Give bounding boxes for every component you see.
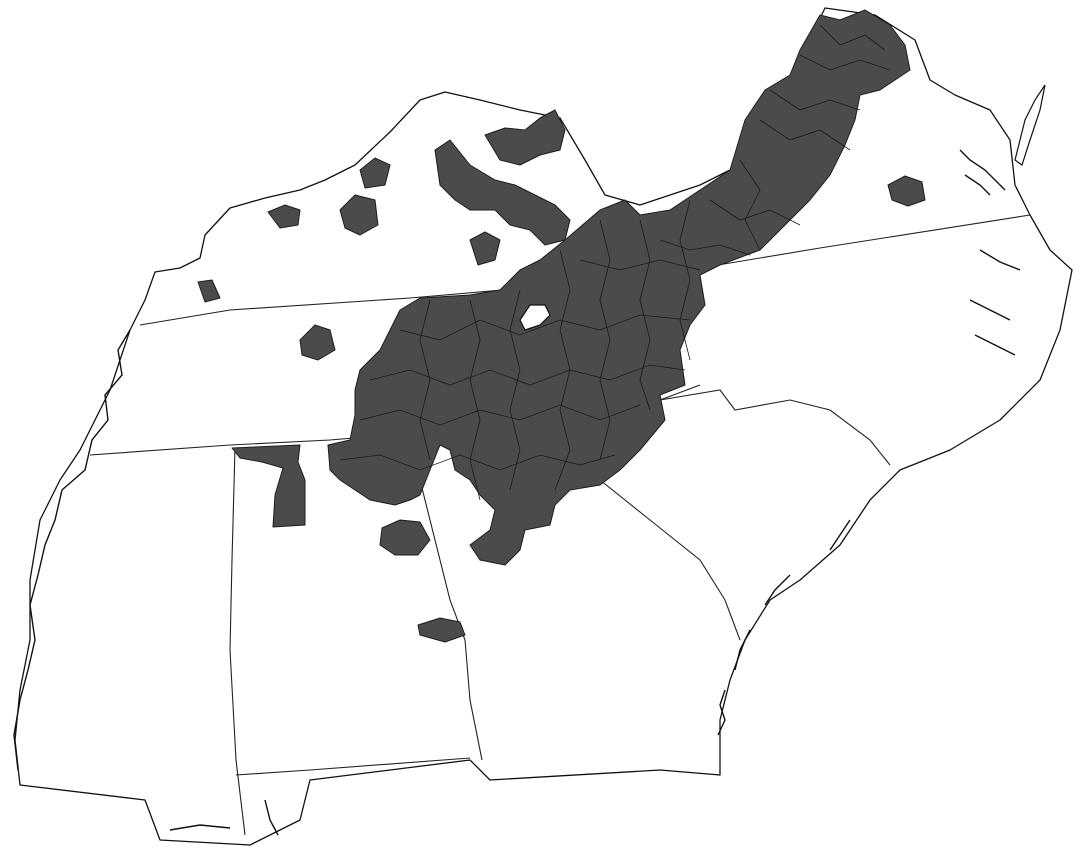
pamlico-sound-detail (969, 249, 1021, 356)
gulf-coast-detail (169, 799, 279, 836)
border-north-carolina-south (659, 389, 891, 466)
border-georgia-south-carolina (599, 479, 741, 641)
border-mississippi-alabama (229, 447, 246, 836)
delmarva-peninsula (1014, 84, 1046, 166)
carolina-coast-detail (734, 519, 851, 671)
shaded-region-appalachia (327, 9, 911, 566)
border-alabama-georgia (409, 439, 483, 761)
shaded-cluster-al-central (379, 519, 431, 556)
chesapeake-detail (959, 149, 1006, 196)
shaded-cluster-ky-north (484, 109, 566, 166)
shaded-cluster-ms-north (231, 444, 306, 528)
shaded-cluster-ky-west-a (339, 194, 379, 236)
shaded-cluster-ky-west-b (359, 157, 391, 189)
shaded-cluster-ky-south (469, 231, 501, 266)
shaded-cluster-ky-west-c (267, 204, 301, 229)
unshaded-gap (519, 304, 551, 331)
shaded-cluster-ky-central (434, 139, 571, 246)
shaded-cluster-al-south (417, 617, 466, 643)
shaded-cluster-ky-far-west (197, 279, 221, 303)
border-gulf-coast (235, 757, 471, 776)
county-lines (339, 24, 891, 501)
shaded-cluster-va-east (887, 175, 926, 207)
georgia-coast-detail (717, 689, 726, 736)
mississippi-river-edge (13, 329, 131, 771)
shaded-cluster-tn-west (299, 324, 336, 361)
